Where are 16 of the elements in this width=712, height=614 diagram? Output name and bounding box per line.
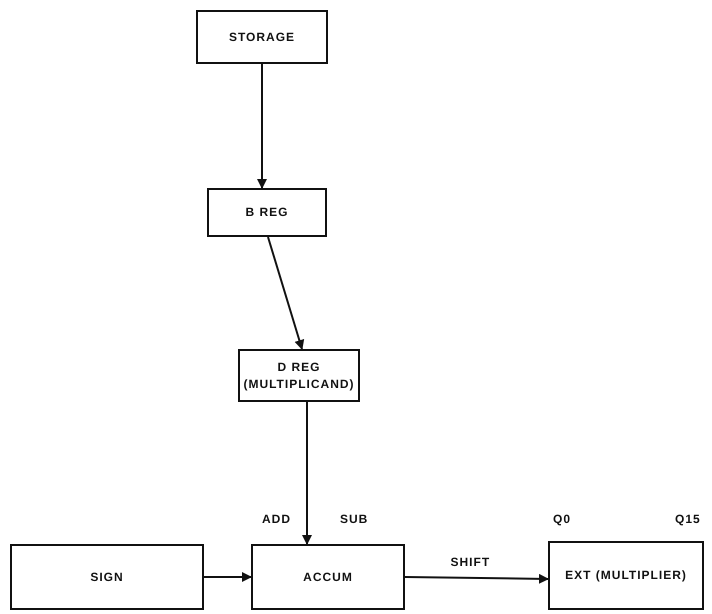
edge-label: SHIFT [450,555,490,569]
arrow [257,64,267,189]
process-box: EXT (MULTIPLIER) [548,541,704,610]
signal-label: SUB [340,512,368,526]
process-box: STORAGE [196,10,328,64]
arrow [302,402,312,545]
process-box: SIGN [10,544,204,610]
signal-label: ADD [262,512,291,526]
process-box: D REG (MULTIPLICAND) [238,349,360,402]
arrow [267,236,304,350]
signal-label: Q0 [553,512,572,526]
process-box: B REG [207,188,327,237]
arrow [404,574,549,584]
signal-label: Q15 [675,512,701,526]
process-box: ACCUM [251,544,405,610]
arrow [204,572,252,582]
